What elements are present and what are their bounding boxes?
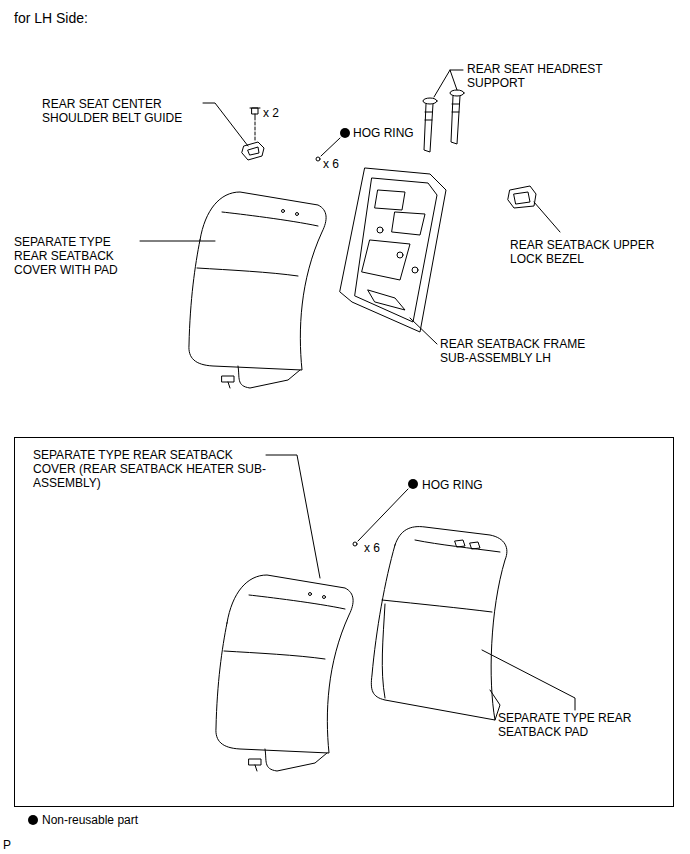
heater-cover-figure xyxy=(216,575,353,771)
hog-ring-figure xyxy=(316,128,350,161)
part-name: HOG RING xyxy=(422,478,483,492)
legend-text: Non-reusable part xyxy=(42,813,138,827)
page-title: for LH Side: xyxy=(14,10,88,27)
part-name: REAR SEAT HEADREST SUPPORT xyxy=(467,62,617,90)
part-name: REAR SEATBACK FRAME SUB-ASSEMBLY LH xyxy=(440,337,605,365)
leader-line xyxy=(266,455,320,578)
part-name: REAR SEATBACK UPPER LOCK BEZEL xyxy=(510,238,680,266)
figure-code: P xyxy=(3,838,11,852)
part-name: SEPARATE TYPE REAR SEATBACK COVER (REAR … xyxy=(33,448,278,490)
seatback-cover-figure xyxy=(140,192,326,388)
quantity: x 6 xyxy=(323,157,339,171)
part-name: REAR SEAT CENTER SHOULDER BELT GUIDE xyxy=(42,97,207,125)
quantity: x 6 xyxy=(364,541,380,555)
quantity: x 2 xyxy=(263,106,279,120)
hog-ring-figure xyxy=(353,479,418,546)
part-name: SEPARATE TYPE REAR SEATBACK COVER WITH P… xyxy=(14,235,132,277)
belt-guide-figure xyxy=(203,103,264,160)
seatback-pad-figure xyxy=(371,527,575,720)
part-name: SEPARATE TYPE REAR SEATBACK PAD xyxy=(498,711,648,739)
lock-bezel-figure xyxy=(508,186,560,232)
headrest-support-figure xyxy=(423,70,464,152)
legend-sample xyxy=(28,815,38,825)
detail-frame: SEPARATE TYPE REAR SEATBACK COVER (REAR … xyxy=(14,437,674,807)
seatback-frame-figure xyxy=(340,168,446,344)
part-name: HOG RING xyxy=(353,126,414,140)
